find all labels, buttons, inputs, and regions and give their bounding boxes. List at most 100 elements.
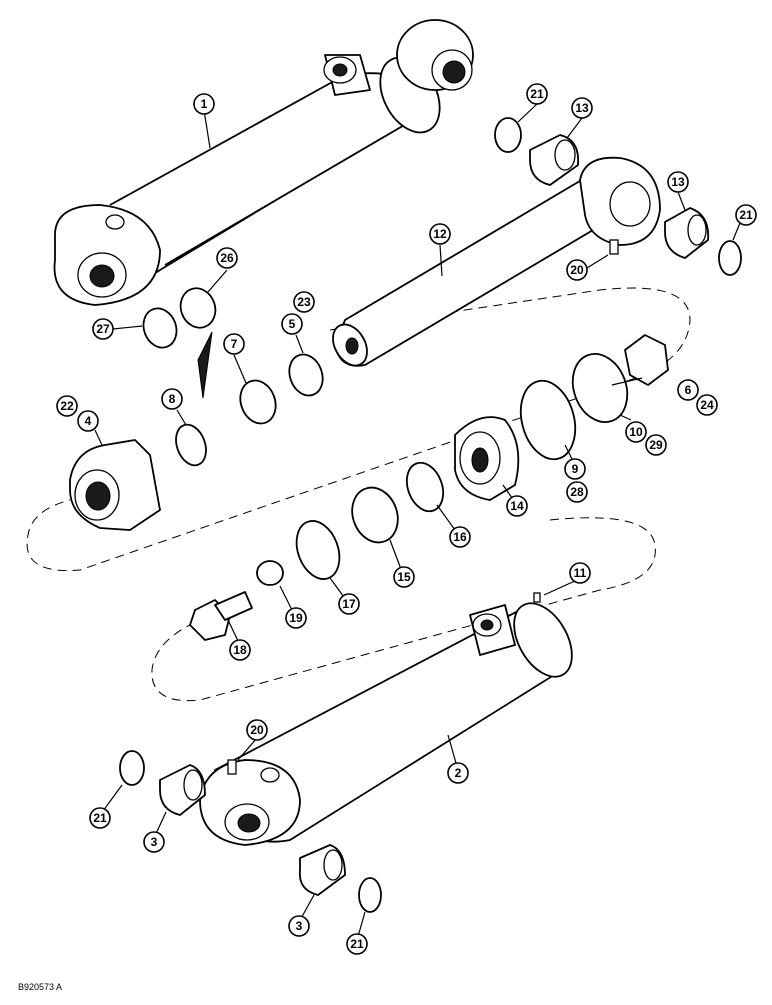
callout-label: 17 <box>342 597 356 611</box>
retaining-ring-21-left <box>119 750 145 786</box>
drawing-reference-code: B920573 A <box>18 982 62 992</box>
callout-27: 27 <box>92 318 114 340</box>
callout-label: 21 <box>93 811 107 825</box>
callout-7: 7 <box>223 333 245 355</box>
callout-1: 1 <box>193 93 215 115</box>
callout-22: 22 <box>56 395 78 417</box>
washer-19 <box>256 560 284 586</box>
callout-10: 10 <box>625 421 647 443</box>
bearing-3-bottom <box>298 844 346 896</box>
callout-label: 12 <box>433 227 447 241</box>
bearing-13-top <box>529 134 580 186</box>
callout-label: 13 <box>671 175 685 189</box>
callout-label: 20 <box>570 263 584 277</box>
callout-3-bottom: 3 <box>288 915 310 937</box>
callout-label: 16 <box>453 530 467 544</box>
callout-label: 9 <box>572 462 579 476</box>
grease-fitting-20-upper <box>609 239 619 255</box>
seal-wedge-tool <box>197 331 213 399</box>
retaining-ring-21-bottom <box>358 877 382 913</box>
callout-label: 14 <box>510 499 524 513</box>
callout-label: 22 <box>60 399 74 413</box>
leader-lines <box>94 103 741 941</box>
callout-23: 23 <box>293 291 315 313</box>
piston-rod <box>332 156 661 367</box>
callout-11: 11 <box>569 562 591 584</box>
callout-13-top: 13 <box>571 97 593 119</box>
callout-6: 6 <box>677 379 699 401</box>
callout-26: 26 <box>216 247 238 269</box>
callout-21-top: 21 <box>526 83 548 105</box>
callout-18: 18 <box>229 639 251 661</box>
callout-21-right: 21 <box>735 204 757 226</box>
bearing-13-right <box>664 207 710 259</box>
callout-label: 1 <box>201 97 208 111</box>
bolt-18 <box>189 591 253 641</box>
callout-label: 21 <box>739 208 753 222</box>
gland-4 <box>69 439 161 531</box>
o-ring-9 <box>519 379 577 461</box>
callout-29: 29 <box>645 434 667 456</box>
callout-9: 9 <box>564 458 586 480</box>
callout-label: 21 <box>530 87 544 101</box>
seal-ring-15 <box>351 486 399 544</box>
callout-label: 28 <box>570 485 584 499</box>
callout-label: 3 <box>151 835 158 849</box>
callout-label: 10 <box>629 425 643 439</box>
retaining-ring-21-right <box>718 240 742 276</box>
callout-17: 17 <box>338 593 360 615</box>
callout-20-lower: 20 <box>246 719 268 741</box>
callout-8: 8 <box>161 388 183 410</box>
callout-label: 21 <box>350 937 364 951</box>
callout-13-right: 13 <box>667 171 689 193</box>
callout-label: 19 <box>289 611 303 625</box>
grease-fitting-20-lower <box>227 759 237 775</box>
bearing-3-left <box>159 764 206 816</box>
callout-label: 20 <box>250 723 264 737</box>
seal-ring-16 <box>405 461 445 513</box>
callout-label: 6 <box>685 383 692 397</box>
cylinder-barrel-upper <box>53 19 474 306</box>
wiper-seal-27 <box>142 307 178 349</box>
backup-ring-5 <box>288 353 324 397</box>
callout-label: 18 <box>233 643 247 657</box>
callout-15: 15 <box>393 566 415 588</box>
callout-label: 4 <box>85 414 92 428</box>
piston-14 <box>454 416 520 501</box>
callout-label: 24 <box>700 398 714 412</box>
callout-21-bottom: 21 <box>346 933 368 955</box>
callout-2: 2 <box>447 762 469 784</box>
callout-label: 27 <box>96 322 110 336</box>
retaining-ring-21-top <box>494 117 522 153</box>
callout-16: 16 <box>449 526 471 548</box>
callout-label: 11 <box>574 566 587 580</box>
nut-6 <box>624 334 669 386</box>
callout-label: 29 <box>649 438 663 452</box>
callout-3-left: 3 <box>143 831 165 853</box>
callout-24: 24 <box>696 394 718 416</box>
callout-28: 28 <box>566 481 588 503</box>
callout-5: 5 <box>281 313 303 335</box>
callout-label: 26 <box>220 251 234 265</box>
internal-parts-group-outline <box>26 287 691 572</box>
callout-20-upper: 20 <box>566 259 588 281</box>
callout-label: 8 <box>169 392 176 406</box>
callout-label: 7 <box>231 337 238 351</box>
o-ring-8 <box>175 423 207 467</box>
callout-21-left: 21 <box>89 807 111 829</box>
wear-ring-7 <box>239 379 277 425</box>
callout-14: 14 <box>506 495 528 517</box>
cylinder-barrel-lower <box>199 602 573 846</box>
callout-label: 23 <box>297 295 311 309</box>
callout-19: 19 <box>285 607 307 629</box>
wear-ring-17 <box>295 520 341 580</box>
backup-ring-10 <box>571 353 629 423</box>
callout-4: 4 <box>77 410 99 432</box>
plug-11 <box>533 592 541 603</box>
callout-12: 12 <box>429 223 451 245</box>
callout-label: 3 <box>296 919 303 933</box>
rod-seal-26 <box>179 287 217 329</box>
callout-label: 5 <box>289 317 296 331</box>
